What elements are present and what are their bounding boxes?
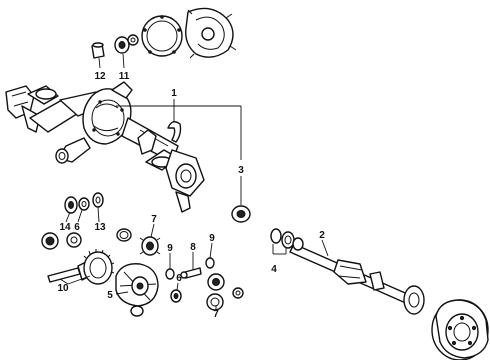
callout-9-right: 9 [209, 233, 215, 244]
differential-case-part[interactable] [115, 263, 159, 307]
callout-labels: 1 2 3 4 5 6 6 7 7 8 9 9 10 11 12 13 14 [57, 71, 325, 320]
axle-shaft-part[interactable] [289, 243, 413, 305]
bearing-cup-part-14[interactable] [64, 196, 78, 214]
vent-hose-part[interactable] [167, 121, 182, 143]
leader-lines [59, 99, 329, 310]
bearing-part-4[interactable] [270, 228, 304, 251]
callout-3: 3 [238, 165, 244, 176]
callout-1: 1 [171, 88, 177, 99]
side-gear-part-7-upper[interactable] [139, 236, 161, 256]
shim-part-13[interactable] [92, 192, 104, 208]
pinion-bearing-part[interactable] [114, 36, 130, 69]
callout-6-upper: 6 [74, 222, 80, 233]
callout-13: 13 [94, 222, 106, 233]
callout-10: 10 [57, 283, 69, 294]
bearing-part-lower-right[interactable] [206, 293, 224, 311]
cross-shaft-part-8[interactable] [180, 267, 202, 279]
flange-part[interactable] [127, 34, 139, 46]
side-bearing-part[interactable] [130, 305, 144, 317]
axle-housing[interactable] [5, 81, 205, 213]
pinion-mate-part-6-lower[interactable] [170, 289, 182, 303]
callout-6-lower: 6 [176, 273, 182, 284]
callout-12: 12 [94, 71, 106, 82]
side-gear-part-7-lower[interactable] [207, 273, 225, 291]
callout-2: 2 [319, 230, 325, 241]
axle-seal-part[interactable] [231, 205, 251, 223]
callout-7-upper: 7 [151, 214, 157, 225]
collapsible-spacer-part[interactable] [116, 228, 132, 242]
thrust-washer-part-9-right[interactable] [205, 257, 215, 269]
ring-gear-part[interactable] [83, 249, 115, 285]
differential-cover-gasket[interactable] [141, 15, 183, 57]
brake-drum-part[interactable] [431, 299, 489, 360]
race-part-lower-right[interactable] [232, 287, 244, 299]
callout-8: 8 [190, 242, 196, 253]
pinion-seal-part[interactable] [91, 42, 105, 69]
callout-5: 5 [107, 290, 113, 301]
bearing-part-left[interactable] [41, 232, 59, 250]
callout-9-left: 9 [167, 243, 173, 254]
thrust-washer-part-9-left[interactable] [165, 268, 175, 280]
callout-4: 4 [271, 264, 277, 275]
callout-14: 14 [59, 222, 71, 233]
race-part-left[interactable] [66, 232, 82, 248]
bearing-race-part-6-upper[interactable] [78, 197, 90, 211]
callout-7-lower: 7 [213, 309, 219, 320]
differential-carrier-cover[interactable] [185, 7, 237, 59]
callout-11: 11 [119, 71, 130, 82]
axle-flange-part[interactable] [403, 285, 425, 315]
